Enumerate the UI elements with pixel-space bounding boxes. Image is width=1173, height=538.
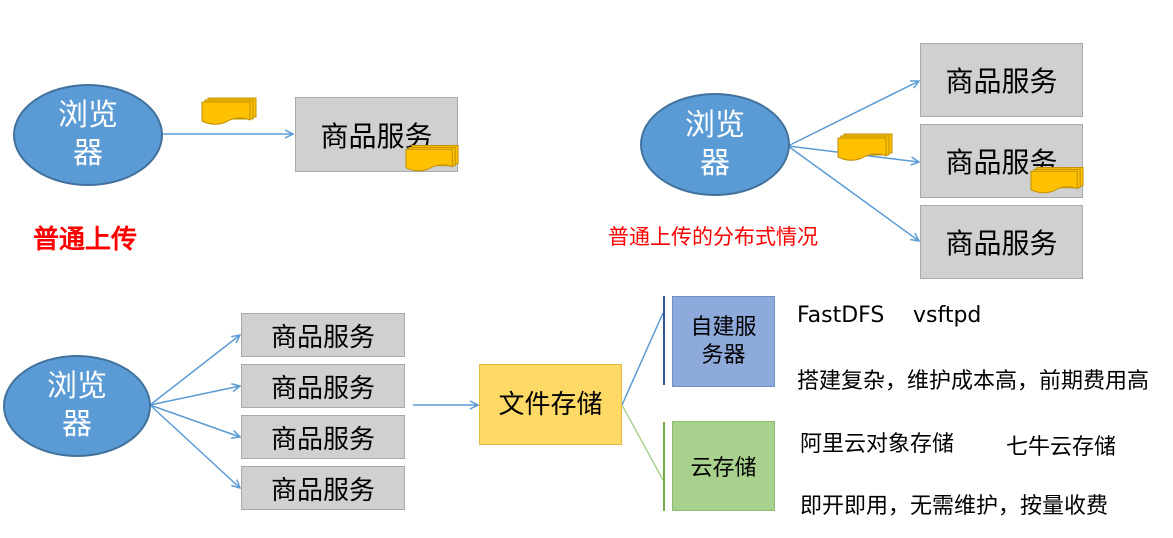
caption-distributed-upload: 普通上传的分布式情况	[608, 225, 818, 249]
service-node-2: 商品服务	[920, 124, 1083, 198]
service-node-1: 商品服务	[920, 43, 1083, 117]
branch-to-cloud	[621, 404, 664, 481]
service-label: 商品服务	[945, 227, 1058, 260]
tool-vsftpd: vsftpd	[913, 303, 982, 328]
branch-to-self-built	[621, 312, 664, 406]
service-node-b: 商品服务	[241, 364, 405, 408]
service-node-c: 商品服务	[241, 415, 405, 459]
browser-label: 浏览器	[47, 369, 107, 442]
file-storage-node: 文件存储	[479, 364, 622, 445]
self-built-server-node: 自建服务器	[672, 296, 775, 387]
cloud-storage-node: 云存储	[672, 421, 775, 511]
arrow-browser-to-service-1	[787, 81, 919, 147]
service-label: 商品服务	[945, 65, 1058, 98]
arrow-browser-to-service-a	[149, 335, 240, 406]
file-storage-label: 文件存储	[498, 389, 603, 420]
service-label: 商品服务	[270, 322, 375, 353]
caption-normal-upload: 普通上传	[33, 225, 138, 255]
self-built-label: 自建服务器	[690, 314, 757, 368]
provider-qiniu: 七牛云存储	[1006, 435, 1117, 460]
file-stack-icon	[837, 133, 893, 161]
browser-node-distributed: 浏览器	[640, 93, 790, 196]
service-label: 商品服务	[270, 373, 375, 404]
service-label: 商品服务	[270, 475, 375, 506]
arrow-browser-to-service-c	[149, 404, 240, 437]
arrow-browser-to-service-b	[149, 386, 240, 406]
self-built-description: 搭建复杂，维护成本高，前期费用高	[797, 369, 1150, 394]
service-node-a: 商品服务	[241, 313, 405, 357]
service-node-3: 商品服务	[920, 205, 1083, 279]
arrow-browser-to-service-d	[149, 404, 240, 488]
cloud-label: 云存储	[690, 456, 757, 481]
browser-label: 浏览器	[58, 98, 118, 171]
browser-node: 浏览器	[13, 84, 163, 186]
browser-label: 浏览器	[685, 107, 745, 181]
provider-aliyun-oss: 阿里云对象存储	[800, 432, 955, 457]
cloud-description: 即开即用，无需维护，按量收费	[800, 494, 1109, 519]
file-stack-icon	[405, 144, 459, 172]
service-label: 商品服务	[270, 424, 375, 455]
browser-node-storage: 浏览器	[3, 355, 151, 457]
file-stack-icon	[201, 97, 257, 125]
service-node-d: 商品服务	[241, 466, 405, 510]
file-stack-icon	[1030, 166, 1084, 194]
arrow-browser-to-service-3	[787, 145, 919, 241]
tool-fastdfs: FastDFS	[797, 303, 885, 328]
